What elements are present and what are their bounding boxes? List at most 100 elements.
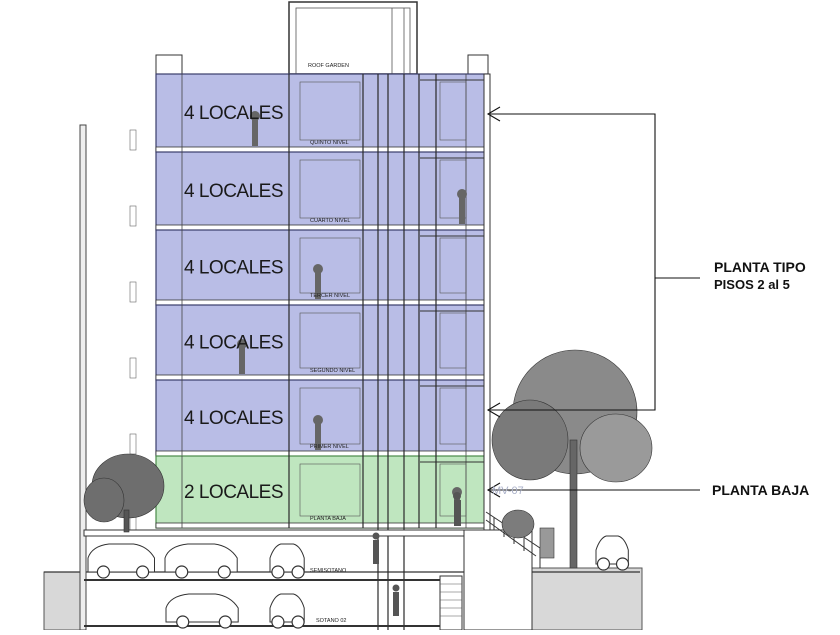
car-sedan-1 — [164, 543, 238, 579]
car-wheel — [218, 615, 232, 629]
glazing-panel — [299, 312, 361, 369]
sotano-label: SOTANO 02 — [316, 618, 346, 624]
floors-group: 4 LOCALES QUINTO NIVEL 4 LOCALES CUARTO NIV… — [129, 73, 491, 531]
wall-bracket — [129, 433, 137, 455]
car-jeep — [87, 543, 155, 579]
drawing-code: MV-07 — [492, 485, 524, 497]
floor-slab — [155, 522, 489, 529]
car-sedan-2 — [165, 593, 239, 629]
glazing-panel — [299, 387, 361, 445]
plant-top — [313, 264, 323, 274]
floor-units-label: 2 LOCALES — [184, 482, 283, 503]
callout-leaders — [486, 106, 700, 498]
stair-treads — [440, 583, 462, 617]
floor-1: 4 LOCALES CUARTO NIVEL — [155, 151, 489, 231]
glazing-panel — [299, 463, 361, 517]
glazing-panel — [299, 159, 361, 219]
figure — [454, 500, 461, 526]
tree-left — [83, 453, 165, 533]
figure-head — [453, 492, 461, 500]
car-wheel — [615, 557, 630, 571]
car-wheel — [291, 615, 305, 629]
tree-canopy — [83, 477, 125, 523]
tree-right — [491, 349, 653, 569]
floor-units-label: 4 LOCALES — [184, 181, 283, 202]
floor-units-label: 4 LOCALES — [184, 408, 283, 429]
ground-hatch-left — [43, 571, 85, 631]
left-neighbour-wall — [79, 124, 87, 631]
glazing-panel — [439, 159, 467, 219]
arrowhead-bottom — [486, 402, 501, 418]
glazing-panel — [439, 81, 467, 141]
figure — [373, 540, 379, 564]
figure — [393, 592, 399, 616]
cars-group — [87, 535, 630, 629]
floor-slab — [155, 146, 489, 153]
glazing-panel — [299, 81, 361, 141]
plant — [315, 422, 321, 450]
plant — [315, 271, 321, 299]
car-wheel — [175, 565, 189, 579]
glazing-panel — [299, 237, 361, 294]
floor-level-label: CUARTO NIVEL — [310, 218, 350, 224]
figure-head — [392, 584, 400, 592]
glazing-panel — [439, 387, 467, 445]
floor-0: 4 LOCALES QUINTO NIVEL — [155, 73, 489, 153]
glazing-panel — [439, 312, 467, 369]
planta-tipo-line2: PISOS 2 al 5 — [714, 277, 790, 292]
car-street — [595, 535, 630, 571]
car-wheel — [217, 565, 231, 579]
floor-band — [155, 73, 489, 153]
roof-parapet-right — [467, 54, 489, 76]
car-wheel — [176, 615, 190, 629]
tree-trunk — [123, 509, 130, 533]
car-front-1 — [269, 543, 305, 579]
shrub-right — [501, 509, 555, 559]
floor-units-label: 4 LOCALES — [184, 103, 283, 124]
car-wheel — [271, 565, 285, 579]
wall-bracket — [129, 205, 137, 227]
floor-band — [155, 151, 489, 231]
semisotano-slab — [83, 529, 465, 537]
planta-baja-label: PLANTA BAJA — [712, 482, 810, 498]
floor-level-label: QUINTO NIVEL — [310, 140, 349, 146]
tree-canopy — [579, 413, 653, 483]
floor-units-label: 4 LOCALES — [184, 258, 283, 279]
arrowhead-ground — [486, 482, 501, 498]
planta-tipo-label: PLANTA TIPO PISOS 2 al 5 — [714, 258, 806, 294]
floor-slab — [155, 224, 489, 231]
glazing-panel — [439, 237, 467, 294]
car-body — [164, 543, 238, 573]
floor-level-label: PRIMER NIVEL — [310, 444, 349, 450]
figure-head — [372, 532, 380, 540]
floor-slab — [155, 299, 489, 306]
floor-units-label: 4 LOCALES — [184, 333, 283, 354]
car-body — [595, 535, 629, 565]
planta-tipo-line1: PLANTA TIPO — [714, 259, 806, 275]
car-wheel — [596, 557, 611, 571]
floor-4: 4 LOCALES PRIMER NIVEL — [155, 379, 489, 457]
right-facade-wall — [483, 73, 491, 531]
car-wheel — [271, 615, 285, 629]
car-body — [165, 593, 239, 623]
roof-parapet-left — [155, 54, 183, 76]
right-retaining-wall — [463, 529, 533, 631]
wall-bracket — [129, 281, 137, 303]
shrub — [501, 509, 535, 539]
plant-top — [313, 415, 323, 425]
leader-planta-tipo — [490, 113, 656, 411]
plant-top — [457, 189, 467, 199]
car-wheel — [96, 565, 111, 579]
car-body — [87, 543, 155, 573]
car-body — [269, 543, 305, 573]
wall-bracket — [129, 357, 137, 379]
glazing-panel — [439, 463, 467, 517]
floor-slab — [155, 450, 489, 457]
plant — [252, 118, 258, 146]
car-wheel — [291, 565, 305, 579]
